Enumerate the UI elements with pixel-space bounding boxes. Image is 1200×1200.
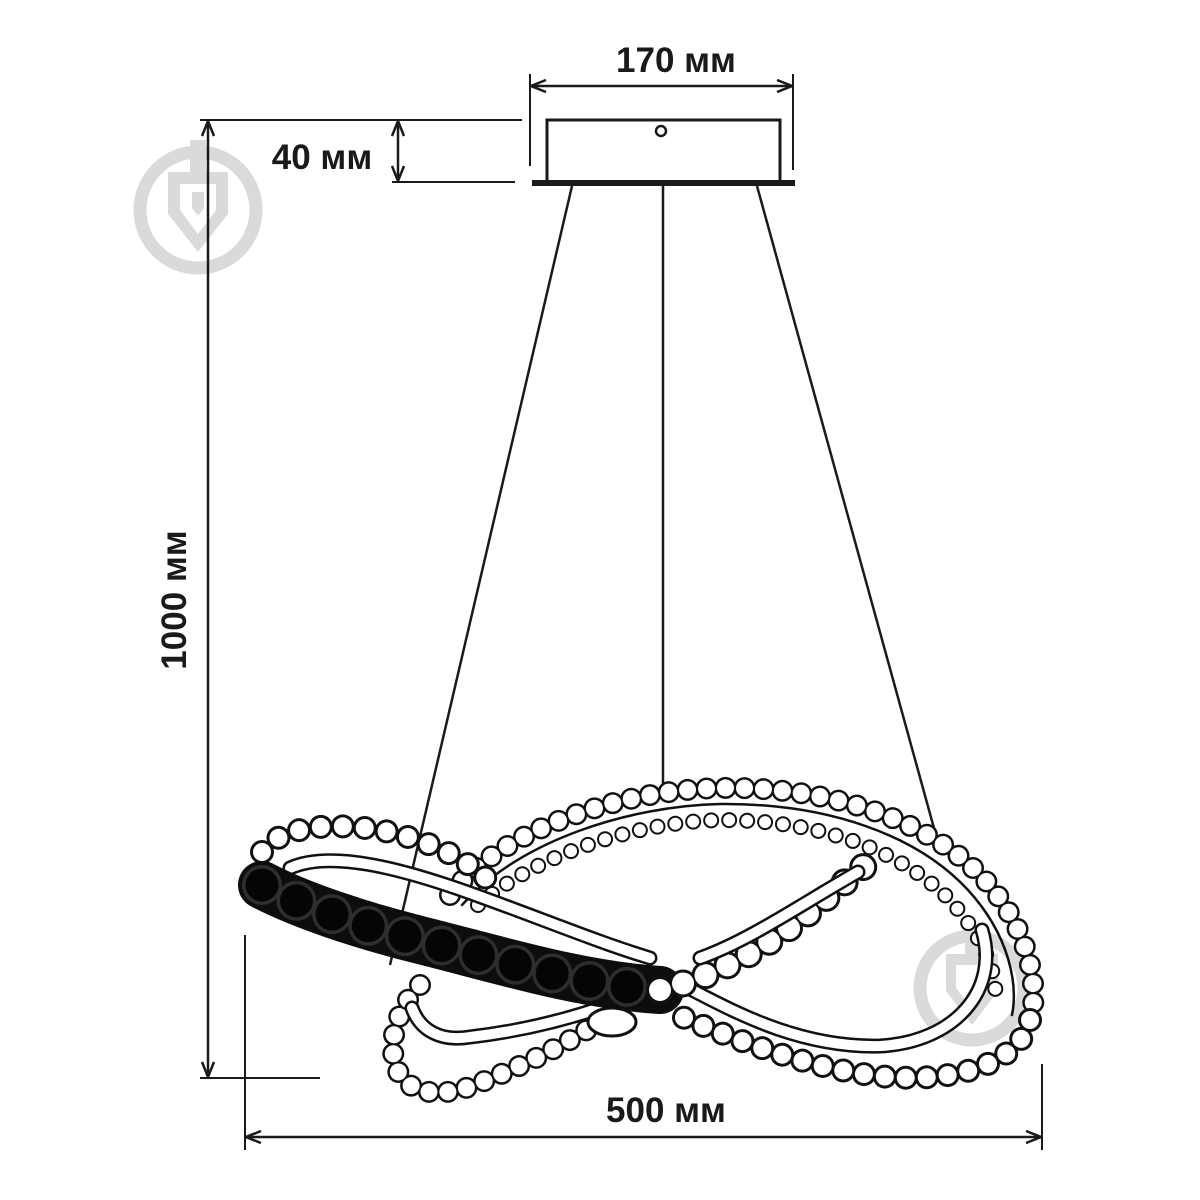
ring-center-connector (586, 1006, 638, 1038)
front-right-led-strip-fill (695, 867, 863, 963)
ring-right-lower (668, 922, 1042, 1090)
right-led-strip-fill (687, 925, 991, 1052)
left-upper-beads-fill (253, 817, 499, 891)
left-lower-led-strip-fill (407, 995, 627, 1044)
canopy-mounting-plate (532, 180, 795, 186)
wire-left (388, 185, 574, 966)
left-lower-beads-fill (384, 976, 625, 1101)
dimension-canopy-height: 40 мм (200, 119, 522, 183)
suspension-wires (388, 185, 942, 966)
dark-band-bead-cores (245, 868, 677, 1007)
left-led-strip-fill (285, 855, 655, 963)
crystal-ring (238, 776, 1045, 1104)
ring-front-right (646, 848, 884, 1004)
right-lower-beads-fill (671, 1007, 1039, 1087)
total-height-label: 1000 мм (155, 530, 194, 669)
ring-front-dark-band (238, 861, 684, 1014)
canopy-screw (654, 124, 668, 138)
dimension-total-height: 1000 мм (155, 121, 320, 1079)
wire-right (755, 185, 942, 851)
ring-left-upper (250, 814, 658, 966)
back-loop-beads-fill (441, 779, 1043, 1029)
dimension-canopy-width: 170 мм (529, 41, 794, 170)
ring-width-label: 500 мм (606, 1091, 726, 1130)
ceiling-canopy (532, 118, 795, 186)
watermark-logo-top-left (133, 140, 263, 275)
canopy-width-label: 170 мм (616, 41, 736, 80)
dimension-ring-width: 500 мм (244, 935, 1043, 1150)
ring-left-lower (382, 974, 630, 1104)
back-loop-edge (460, 802, 1015, 1017)
canopy-height-label: 40 мм (272, 138, 372, 177)
